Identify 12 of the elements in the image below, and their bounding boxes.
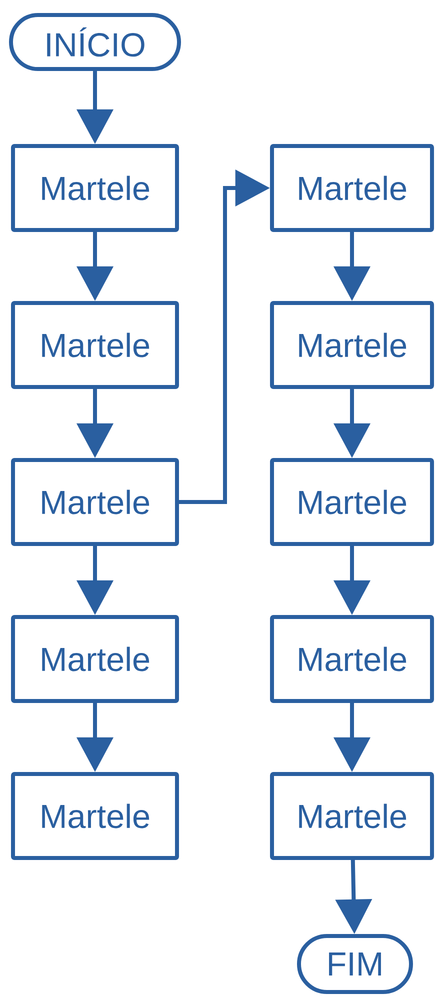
process-box: Martele bbox=[270, 144, 434, 232]
terminal: FIM bbox=[297, 934, 413, 994]
process-box: Martele bbox=[270, 458, 434, 546]
process-box: Martele bbox=[11, 772, 179, 860]
process-box: Martele bbox=[270, 615, 434, 703]
process-box: Martele bbox=[11, 301, 179, 389]
process-box: Martele bbox=[11, 615, 179, 703]
terminal: INÍCIO bbox=[9, 13, 181, 72]
process-box: Martele bbox=[11, 144, 179, 232]
process-box: Martele bbox=[270, 301, 434, 389]
process-box: Martele bbox=[11, 458, 179, 546]
process-box: Martele bbox=[270, 772, 434, 860]
